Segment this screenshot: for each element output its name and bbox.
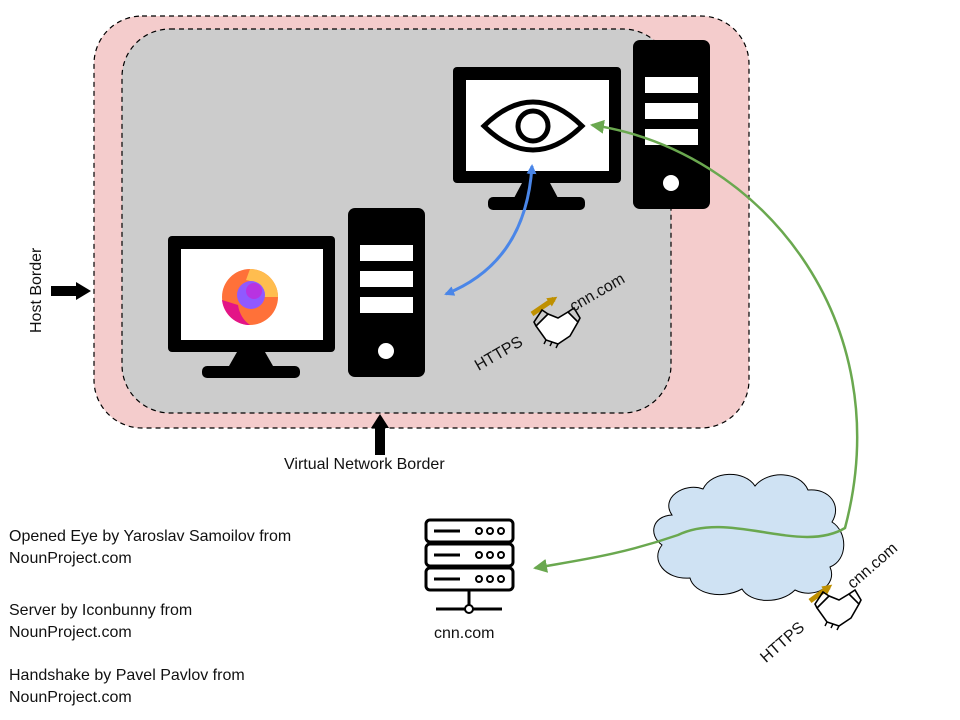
credit-opened-eye: Opened Eye by Yaroslav Samoilov from Nou… — [9, 528, 292, 567]
tower-icon — [633, 40, 710, 209]
credit-handshake: Handshake by Pavel Pavlov from NounProje… — [9, 667, 245, 706]
host-border-arrow-icon — [51, 282, 91, 300]
handshake-icon — [814, 588, 862, 631]
firefox-icon — [222, 269, 278, 326]
host-border-label: Host Border — [28, 247, 45, 333]
server-domain-label: cnn.com — [434, 625, 495, 642]
server-icon — [424, 518, 515, 614]
cloud-icon — [653, 473, 845, 601]
credit-server: Server by Iconbunny from NounProject.com — [9, 602, 193, 641]
tower-icon — [348, 208, 425, 377]
vnet-border-arrow-icon — [371, 414, 389, 455]
outer-https-arrow — [808, 584, 833, 604]
browser-computer — [168, 208, 425, 378]
mirror-traffic-arrow — [444, 164, 537, 296]
internet-traffic-arrow — [533, 119, 859, 573]
virtual-network-border-label: Virtual Network Border — [284, 456, 445, 473]
